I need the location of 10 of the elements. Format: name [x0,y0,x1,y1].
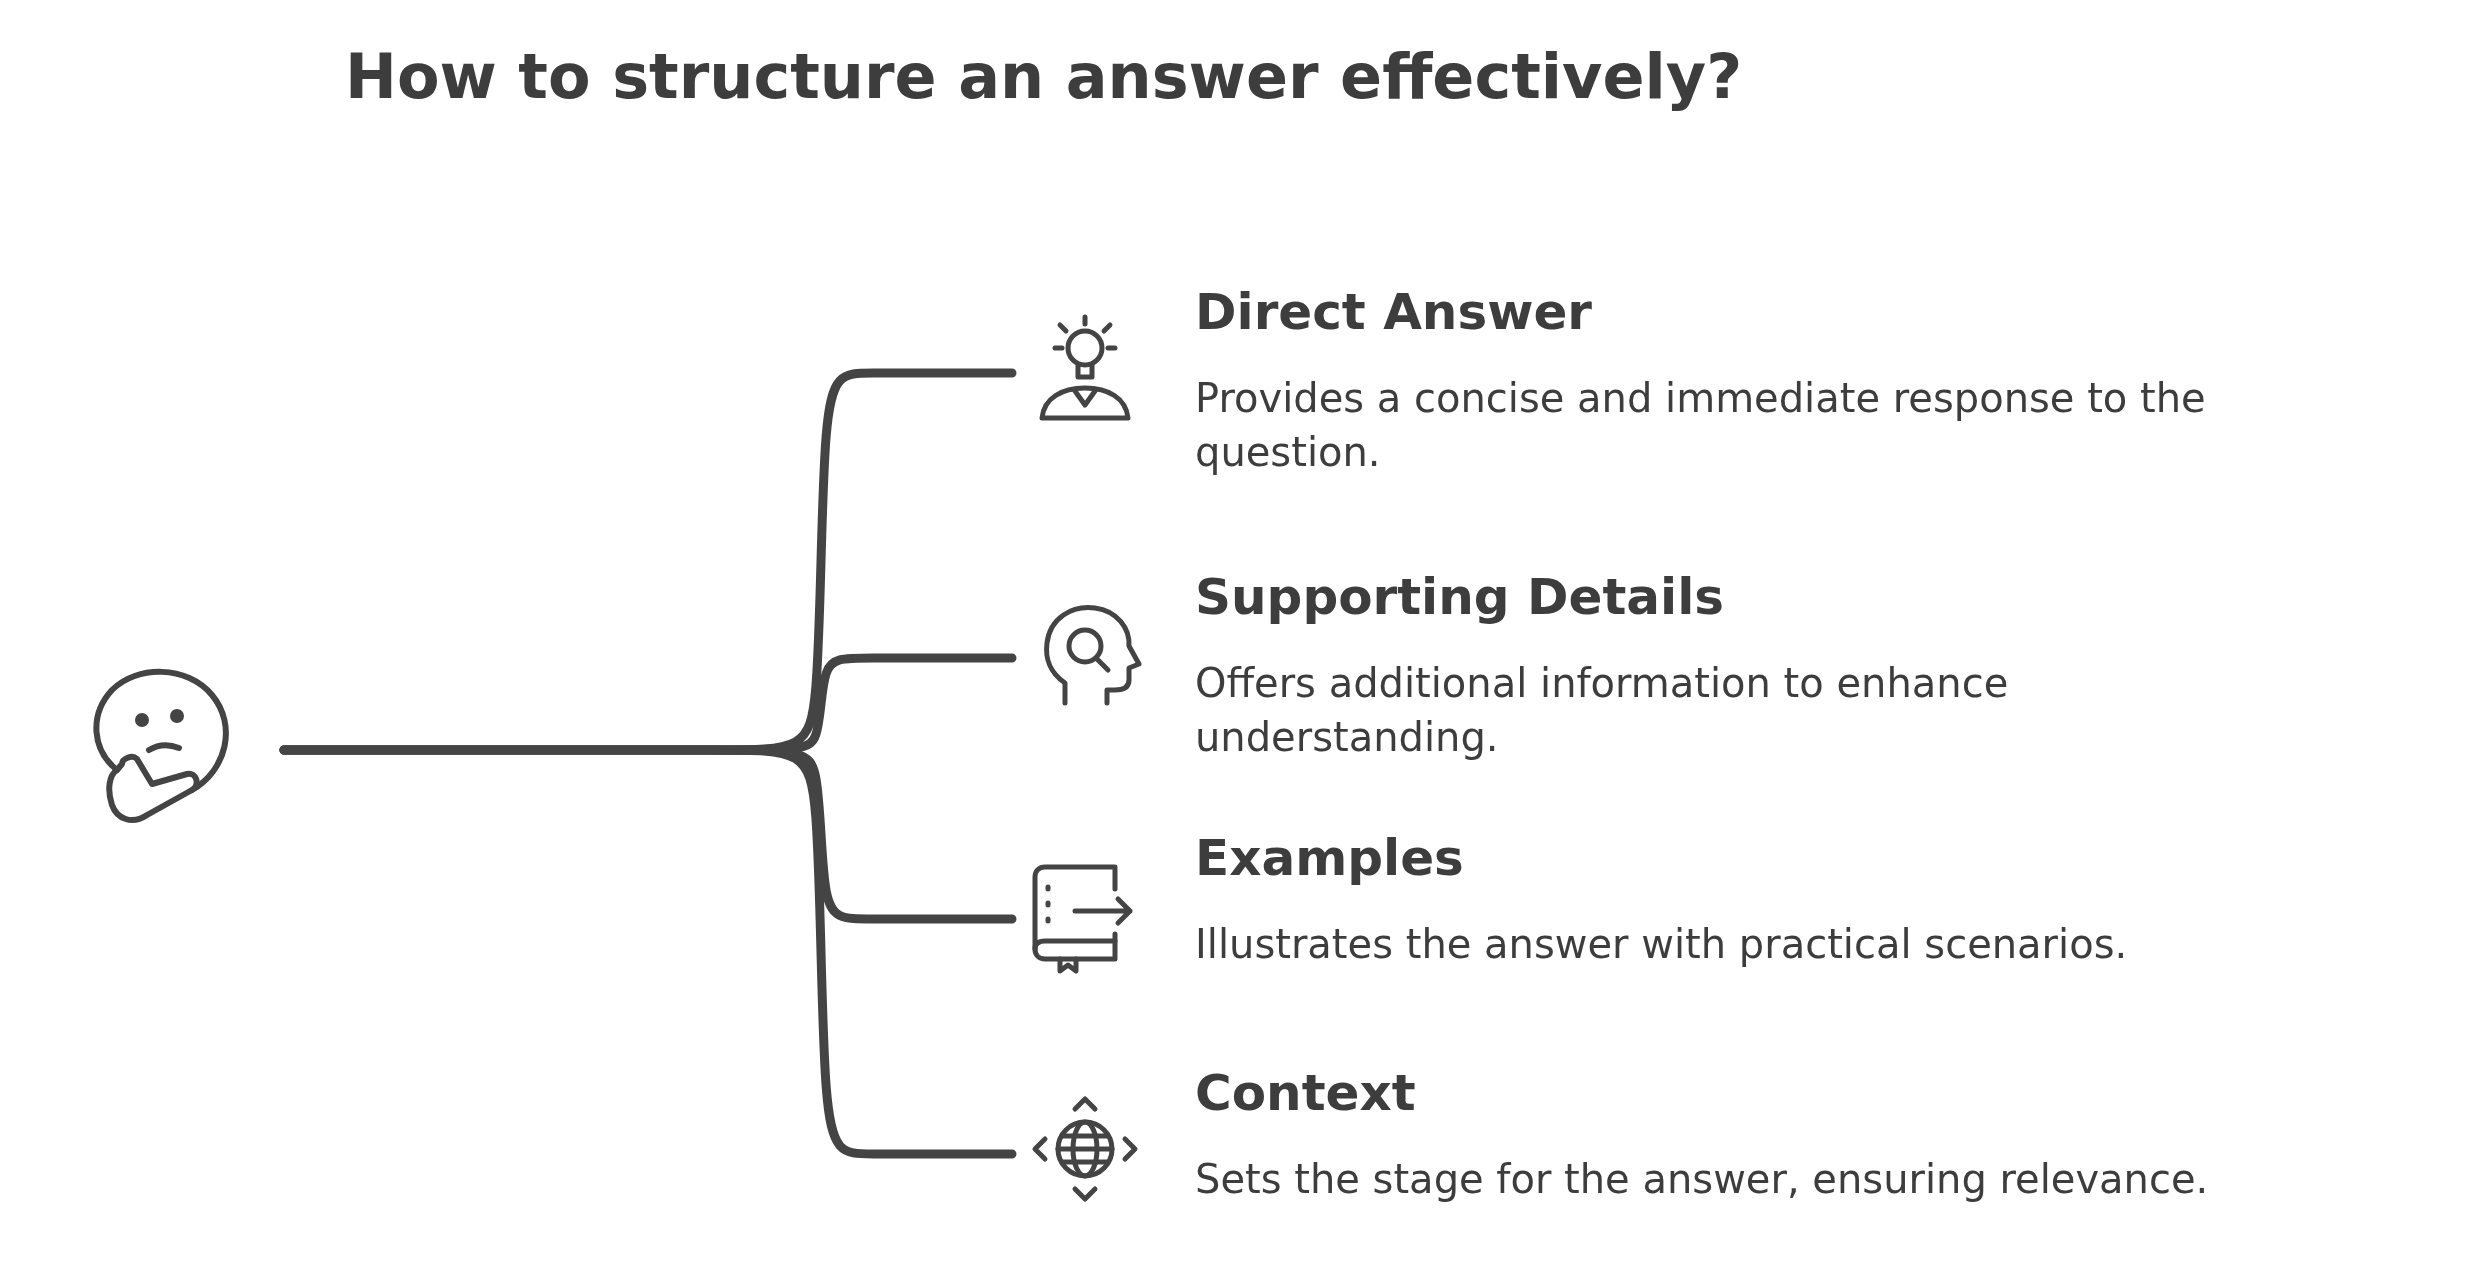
item-description: Illustrates the answer with practical scenarios. [1195,920,2129,969]
item-description: Sets the stage for the answer, ensuring relevance. [1195,1155,2210,1204]
item-description: Offers additional information to enhance understanding. [1195,659,2010,762]
diagram-title: How to structure an answer effectively? [345,40,1743,113]
item-heading: Direct Answer [1195,283,1592,341]
item-heading: Context [1195,1064,1416,1122]
item-heading: Examples [1195,829,1464,887]
item-description: Provides a concise and immediate response to the question. [1195,374,2207,477]
item-heading: Supporting Details [1195,568,1725,626]
branch-connector [279,745,1017,1159]
